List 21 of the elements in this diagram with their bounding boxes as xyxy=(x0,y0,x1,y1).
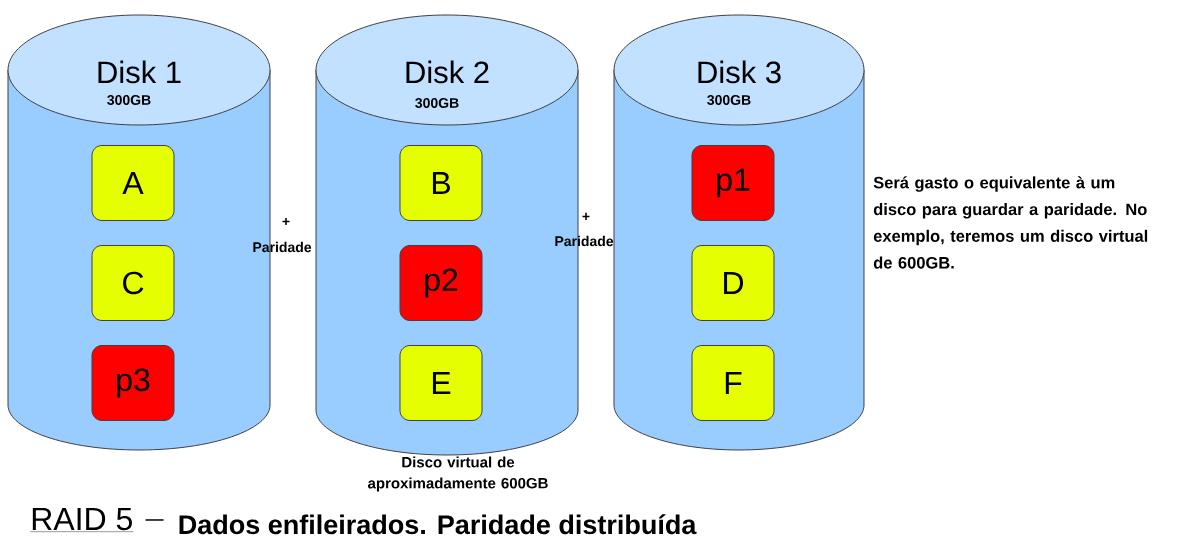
title: RAID 5 xyxy=(30,508,134,532)
capacity-label: 300GB xyxy=(415,98,459,108)
capacity-label: 300GB xyxy=(107,95,151,105)
plus-sign: + xyxy=(282,217,290,225)
plus-sign: + xyxy=(582,212,590,220)
disk-label: Disk 3 xyxy=(698,60,781,84)
capacity-label: 300GB xyxy=(707,95,751,105)
data-block: p3 xyxy=(91,345,175,421)
subtitle: Dados enfileirados. Paridade distribuída xyxy=(179,514,697,535)
data-block: E xyxy=(399,345,483,421)
data-block: F xyxy=(691,345,775,421)
data-block: C xyxy=(91,245,175,321)
disk-label: Disk 2 xyxy=(406,60,489,84)
data-block: D xyxy=(691,245,775,321)
data-block: p1 xyxy=(691,145,775,221)
data-block: A xyxy=(91,145,175,221)
virtual-disk-label: Disco virtual de aproximadamente 600GB xyxy=(368,456,548,492)
data-block: B xyxy=(399,145,483,221)
note-text: Será gasto o equivalente à um disco para guardar a paridade. No exemplo, teremos um disco virtual de 600GB. xyxy=(873,176,1148,269)
disk-label: Disk 1 xyxy=(98,60,181,84)
data-block: p2 xyxy=(399,245,483,321)
